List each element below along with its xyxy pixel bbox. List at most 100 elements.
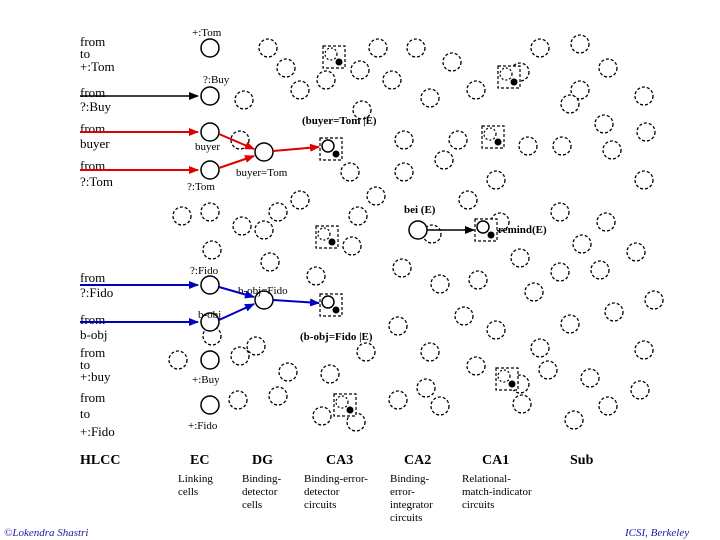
input-line: ?:Buy xyxy=(80,99,112,114)
cell-plus-tom xyxy=(200,38,220,58)
node-label-buyer-tom: buyer=Tom xyxy=(236,167,288,179)
column-title-ec: EC xyxy=(190,453,209,468)
column-desc-ca3: Binding-error- xyxy=(304,473,368,485)
inactive-cell xyxy=(530,338,550,358)
inactive-cell xyxy=(234,90,254,110)
inactive-cell xyxy=(168,350,188,370)
inactive-cell xyxy=(560,94,580,114)
inactive-cell xyxy=(448,130,468,150)
footer-credit: ©Lokendra Shastri xyxy=(4,527,88,539)
inactive-cell xyxy=(312,406,332,426)
column-title-ca1: CA1 xyxy=(482,453,509,468)
column-desc-ca3: circuits xyxy=(304,499,336,511)
input-from-q-fido: from ?:Fido xyxy=(80,270,113,300)
inactive-cell xyxy=(510,248,530,268)
input-line: ?:Tom xyxy=(80,174,113,189)
column-desc-dg: cells xyxy=(242,499,262,511)
inactive-cell xyxy=(602,140,622,160)
inactive-cell xyxy=(524,282,544,302)
column-desc-ca2: Binding- xyxy=(390,473,429,485)
inactive-binding-cell xyxy=(315,225,339,249)
input-line: b-obj xyxy=(80,327,107,342)
inactive-cell xyxy=(486,320,506,340)
inactive-cell xyxy=(258,38,278,58)
column-desc-ca2: integrator xyxy=(390,499,433,511)
input-from-q-buy: from ?:Buy xyxy=(80,85,112,114)
inactive-cell xyxy=(454,306,474,326)
inactive-cell xyxy=(430,274,450,294)
inactive-cell xyxy=(596,212,616,232)
arrow-fido-to-binding xyxy=(218,286,255,299)
column-title-ca3: CA3 xyxy=(326,453,353,468)
node-label-b-obj: b-obj xyxy=(198,309,221,321)
inactive-cell xyxy=(342,236,362,256)
inactive-cell xyxy=(416,378,436,398)
inactive-cell xyxy=(268,202,288,222)
arrow-buyer-to-binding xyxy=(218,133,255,150)
inactive-cell xyxy=(406,38,426,58)
inactive-cell xyxy=(352,100,372,120)
inactive-cell xyxy=(368,38,388,58)
input-line: +:Tom xyxy=(80,59,115,74)
inactive-cell xyxy=(232,216,252,236)
node-label-b-obj-fido-e: (b-obj=Fido |E) xyxy=(300,331,373,343)
inactive-cell xyxy=(466,80,486,100)
inactive-cell xyxy=(394,130,414,150)
input-from-to-fido: from to +:Fido xyxy=(80,390,115,439)
inactive-cell xyxy=(356,342,376,362)
input-line: to xyxy=(80,406,90,421)
inactive-cell xyxy=(290,190,310,210)
inactive-cell xyxy=(512,394,532,414)
input-line: from xyxy=(80,34,105,49)
cell-buyer-tom xyxy=(254,142,274,162)
column-desc-dg: Binding- xyxy=(242,473,281,485)
column-desc-ca2: circuits xyxy=(390,512,422,524)
inactive-cell xyxy=(316,70,336,90)
cell-bei-e xyxy=(408,220,428,240)
inactive-cell xyxy=(434,150,454,170)
inactive-cell xyxy=(278,362,298,382)
column-desc-ca1: Relational- xyxy=(462,473,511,485)
cell-b-obj-fido-e xyxy=(319,293,343,317)
inactive-cell xyxy=(572,234,592,254)
inactive-cell xyxy=(468,270,488,290)
inactive-cell xyxy=(466,356,486,376)
input-line: to xyxy=(80,357,90,372)
inactive-cell xyxy=(604,302,624,322)
node-label-q-fido: ?:Fido xyxy=(190,265,219,277)
inactive-cell xyxy=(276,58,296,78)
input-line: +:Fido xyxy=(80,424,115,439)
inactive-cell xyxy=(530,38,550,58)
input-from-b-obj: from b-obj xyxy=(80,312,107,342)
input-line: from xyxy=(80,270,105,285)
column-title-sub: Sub xyxy=(570,453,594,468)
inactive-cell xyxy=(486,170,506,190)
inactive-cell xyxy=(590,260,610,280)
inactive-cell xyxy=(388,390,408,410)
input-line: from xyxy=(80,345,105,360)
node-label-plus-buy: +:Buy xyxy=(192,374,220,386)
input-from-to-tom: from to +:Tom xyxy=(80,34,115,74)
column-title-ca2: CA2 xyxy=(404,453,431,468)
inactive-cell xyxy=(550,262,570,282)
inactive-cells xyxy=(168,34,664,432)
column-desc-dg: detector xyxy=(242,486,278,498)
inactive-cell xyxy=(366,186,386,206)
inactive-cell xyxy=(394,162,414,182)
inactive-binding-cell xyxy=(481,125,505,149)
inactive-cell xyxy=(348,206,368,226)
input-line: from xyxy=(80,390,105,405)
inactive-cell xyxy=(570,80,590,100)
column-desc-ec: Linking xyxy=(178,473,213,485)
cell-q-fido xyxy=(200,275,220,295)
inactive-cell xyxy=(350,60,370,80)
inactive-cell xyxy=(306,266,326,286)
column-desc-ca1: circuits xyxy=(462,499,494,511)
inactive-cell xyxy=(420,88,440,108)
inactive-cell xyxy=(552,136,572,156)
inactive-cell xyxy=(320,364,340,384)
inactive-cell xyxy=(200,202,220,222)
inactive-cell xyxy=(538,360,558,380)
